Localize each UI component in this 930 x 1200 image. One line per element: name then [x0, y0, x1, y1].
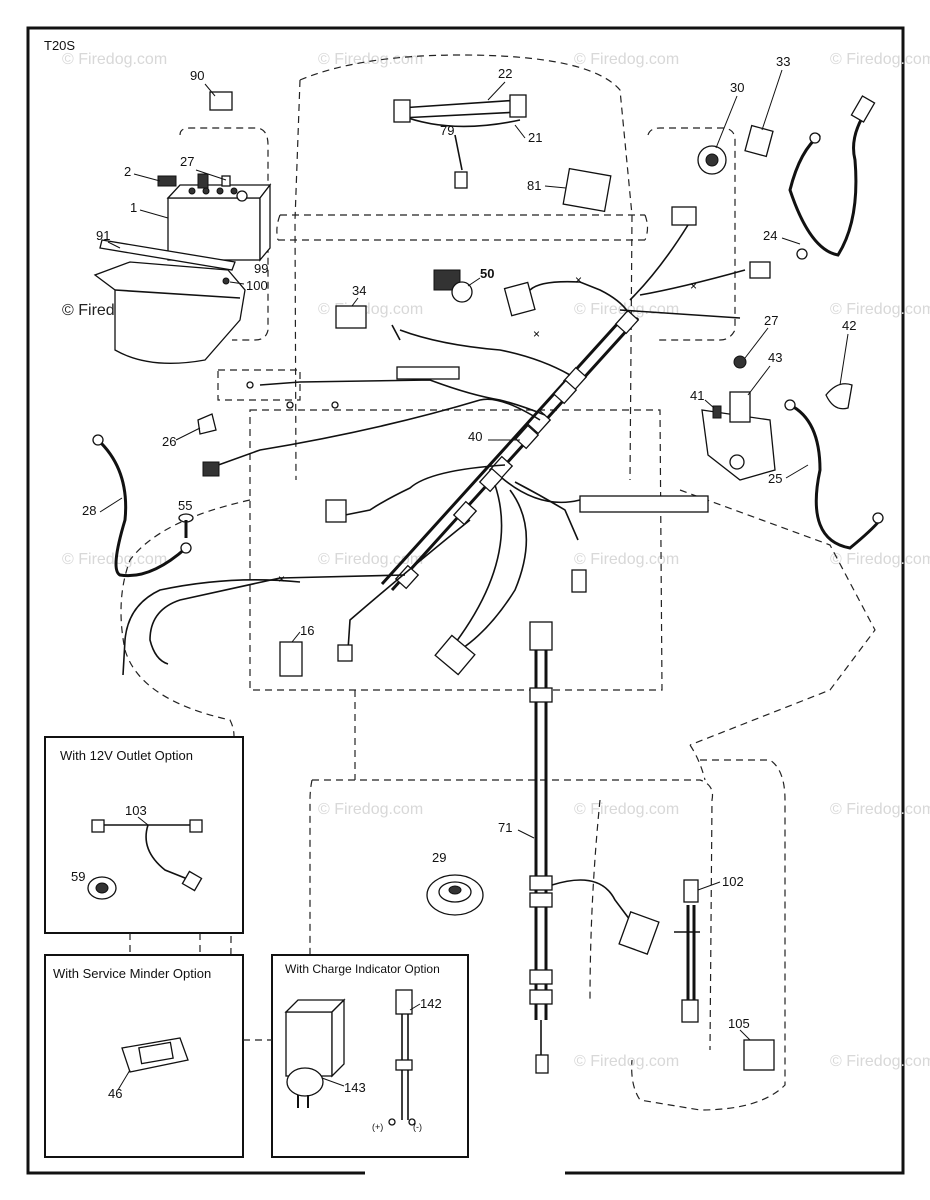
part-90 — [209, 91, 233, 111]
label-2: 2 — [124, 164, 131, 179]
svg-text:© Firedog.com: © Firedog.com — [318, 51, 423, 68]
label-102: 102 — [722, 874, 744, 889]
part-55-bolt — [178, 513, 194, 538]
svg-text:© Firedog.com: © Firedog.com — [62, 551, 167, 568]
svg-text:© Firedog.com: © Firedog.com — [574, 51, 679, 68]
outlet-option-title: With 12V Outlet Option — [60, 748, 193, 763]
polarity-negative: (-) — [413, 1122, 422, 1132]
label-21: 21 — [528, 130, 542, 145]
solenoid-assembly — [701, 355, 776, 481]
label-27-battery: 27 — [180, 154, 194, 169]
part-16 — [279, 641, 303, 677]
part-29 — [426, 874, 484, 916]
cable-24 — [788, 95, 876, 260]
main-harness: × × × × — [122, 206, 771, 676]
label-143: 143 — [344, 1080, 366, 1095]
label-81: 81 — [527, 178, 541, 193]
label-24: 24 — [763, 228, 777, 243]
label-59: 59 — [71, 869, 85, 884]
part-105 — [743, 1039, 775, 1071]
part-34-switch — [335, 305, 367, 329]
svg-text:×: × — [533, 327, 540, 341]
label-79: 79 — [440, 123, 454, 138]
part-labels: 90 22 30 33 79 21 2 27 1 81 91 99 100 24… — [82, 54, 856, 1041]
part-42-boot — [825, 383, 853, 410]
diagram-code: T20S — [44, 38, 75, 53]
label-26: 26 — [162, 434, 176, 449]
svg-text:×: × — [575, 273, 582, 287]
option-box-service-minder: With Service Minder Option 46 — [44, 954, 244, 1158]
label-103: 103 — [125, 803, 147, 818]
svg-text:© Firedog.com: © Firedog.com — [830, 51, 930, 68]
svg-text:© Firedog.com: © Firedog.com — [830, 551, 930, 568]
cable-28 — [96, 438, 187, 578]
label-33: 33 — [776, 54, 790, 69]
label-41: 41 — [690, 388, 704, 403]
label-100: 100 — [246, 278, 268, 293]
svg-text:© Firedog.com: © Firedog.com — [62, 51, 167, 68]
harness-71 — [529, 621, 660, 1074]
svg-text:© Firedog.com: © Firedog.com — [318, 801, 423, 818]
label-40: 40 — [468, 429, 482, 444]
label-29: 29 — [432, 850, 446, 865]
label-42: 42 — [842, 318, 856, 333]
svg-text:© Firedog.com: © Firedog.com — [574, 551, 679, 568]
service-minder-option-title: With Service Minder Option — [53, 966, 211, 981]
svg-text:© Firedog.com: © Firedog.com — [830, 1053, 930, 1070]
label-71: 71 — [498, 820, 512, 835]
label-27-solenoid: 27 — [764, 313, 778, 328]
label-99: 99 — [254, 261, 268, 276]
label-142: 142 — [420, 996, 442, 1011]
label-105: 105 — [728, 1016, 750, 1031]
option-box-charge-indicator: With Charge Indicator Option 142 143 (+)… — [271, 954, 469, 1158]
label-28: 28 — [82, 503, 96, 518]
headlight-harness — [393, 94, 527, 189]
svg-text:×: × — [278, 572, 285, 586]
label-50: 50 — [480, 266, 494, 281]
charge-indicator-option-title: With Charge Indicator Option — [285, 962, 440, 976]
label-55: 55 — [178, 498, 192, 513]
svg-text:© Firedog.com: © Firedog.com — [318, 301, 423, 318]
label-43: 43 — [768, 350, 782, 365]
label-46: 46 — [108, 1086, 122, 1101]
option-box-12v-outlet: With 12V Outlet Option 103 59 — [44, 736, 244, 934]
part-26 — [197, 413, 217, 435]
svg-text:×: × — [690, 279, 697, 293]
label-16: 16 — [300, 623, 314, 638]
label-90: 90 — [190, 68, 204, 83]
polarity-positive: (+) — [372, 1122, 383, 1132]
battery-assembly — [93, 173, 272, 364]
part-102-harness — [674, 879, 700, 1023]
label-25: 25 — [768, 471, 782, 486]
label-30: 30 — [730, 80, 744, 95]
part-81-relay — [562, 167, 612, 213]
svg-text:© Firedog.com: © Firedog.com — [574, 1053, 679, 1070]
label-1: 1 — [130, 200, 137, 215]
label-91: 91 — [96, 228, 110, 243]
label-22: 22 — [498, 66, 512, 81]
svg-text:© Firedog.com: © Firedog.com — [830, 801, 930, 818]
svg-text:© Firedog.com: © Firedog.com — [574, 801, 679, 818]
svg-text:© Firedog.com: © Firedog.com — [318, 551, 423, 568]
part-50 — [433, 269, 473, 303]
key-switch — [697, 124, 774, 175]
svg-text:© Firedog.com: © Firedog.com — [830, 301, 930, 318]
label-34: 34 — [352, 283, 366, 298]
cable-25 — [789, 403, 882, 550]
